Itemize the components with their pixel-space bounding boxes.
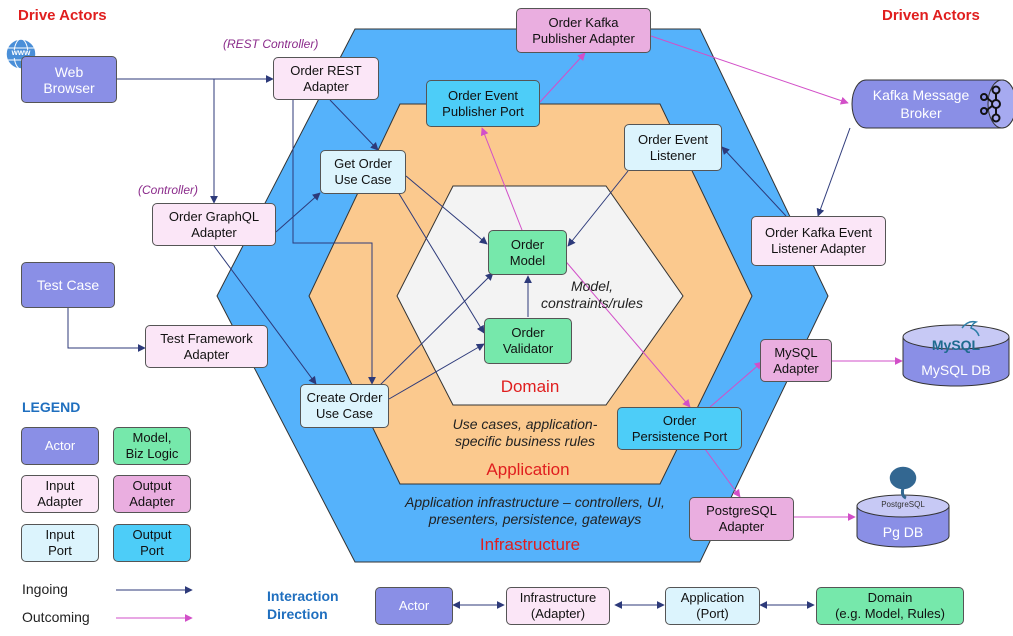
application-layer-title: Application <box>486 460 570 479</box>
interaction-direction-title: Interaction Direction <box>267 588 339 622</box>
legend-model: Model, Biz Logic <box>113 427 191 465</box>
mysql-logo-text: MySQL <box>931 337 981 353</box>
arrow-getorder-model <box>405 175 488 245</box>
arrow-testcase-framework <box>67 308 146 352</box>
legend-title: LEGEND <box>22 399 81 415</box>
arrow-persistenceport-postgres <box>704 448 741 498</box>
www-icon-text: www <box>11 48 31 57</box>
arrow-publisherport-kafkapublisher <box>539 52 586 103</box>
arrow-graphql-getorder <box>275 192 321 233</box>
order-rest-adapter-node: Order REST Adapter <box>273 57 379 100</box>
arrow-model-publisherport <box>480 127 523 231</box>
order-event-publisher-port-node: Order Event Publisher Port <box>426 80 540 127</box>
pg-logo-text: PostgreSQL <box>881 500 925 509</box>
order-graphql-adapter-node: Order GraphQL Adapter <box>152 203 276 246</box>
arrow-model-persistenceport <box>561 256 691 408</box>
arrow-graphql-createorder <box>213 245 317 385</box>
rest-controller-annotation: (REST Controller) <box>223 37 319 51</box>
postgresql-adapter-node: PostgreSQL Adapter <box>689 497 794 541</box>
arrow-createorder-validator <box>388 343 485 400</box>
mysql-adapter-node: MySQL Adapter <box>760 339 832 382</box>
legend-ingoing-label: Ingoing <box>22 581 68 597</box>
web-browser-node: Web Browser <box>21 56 117 103</box>
order-persistence-port-node: Order Persistence Port <box>617 407 742 450</box>
interaction-infrastructure: Infrastructure (Adapter) <box>506 587 610 625</box>
arrow-persistenceport-mysql <box>709 361 763 408</box>
arrow-kafkapublisher-broker <box>650 35 849 105</box>
create-order-use-case-node: Create Order Use Case <box>300 384 389 428</box>
legend-output-adapter: Output Adapter <box>113 475 191 513</box>
legend-input-port: Input Port <box>21 524 99 562</box>
test-framework-adapter-node: Test Framework Adapter <box>145 325 268 368</box>
dolphin-icon <box>961 320 980 337</box>
interaction-actor: Actor <box>375 587 453 625</box>
arrow-listener-model <box>567 170 629 247</box>
interaction-domain: Domain (e.g. Model, Rules) <box>816 587 964 625</box>
legend-outcoming-label: Outcoming <box>22 609 90 625</box>
legend-actor: Actor <box>21 427 99 465</box>
order-kafka-event-listener-adapter-node: Order Kafka Event Listener Adapter <box>751 216 886 266</box>
arrow-broker-kafkalistener <box>816 127 851 217</box>
domain-hexagon <box>396 185 684 406</box>
pg-db-label: Pg DB <box>882 524 924 540</box>
legend-input-adapter: Input Adapter <box>21 475 99 513</box>
elephant-icon <box>888 465 918 500</box>
infrastructure-layer-description: Application infrastructure – controllers… <box>405 494 665 527</box>
legend-output-port: Output Port <box>113 524 191 562</box>
domain-layer-title: Domain <box>500 377 560 396</box>
get-order-use-case-node: Get Order Use Case <box>320 150 406 194</box>
arrow-rest-getorder <box>329 99 379 151</box>
order-kafka-publisher-adapter-node: Order Kafka Publisher Adapter <box>516 8 651 53</box>
order-validator-node: Order Validator <box>484 318 572 364</box>
pg-db-shape <box>856 494 950 548</box>
application-layer-description: Use cases, application- specific busines… <box>452 416 598 449</box>
drive-actors-heading: Drive Actors <box>18 7 107 24</box>
driven-actors-heading: Driven Actors <box>882 7 980 24</box>
controller-annotation: (Controller) <box>138 183 199 197</box>
arrow-getorder-validator <box>397 191 485 334</box>
order-model-node: Order Model <box>488 230 567 275</box>
kafka-message-broker-label: Kafka Message Broker <box>872 87 970 121</box>
arrow-createorder-model <box>376 272 494 389</box>
test-case-node: Test Case <box>21 262 115 308</box>
kafka-icon <box>980 85 1001 123</box>
arrow-rest-createorder <box>292 100 376 385</box>
interaction-application: Application (Port) <box>665 587 760 625</box>
infrastructure-layer-title: Infrastructure <box>479 535 581 554</box>
order-event-listener-node: Order Event Listener <box>624 124 722 171</box>
mysql-db-shape <box>902 324 1010 387</box>
domain-layer-description: Model, constraints/rules <box>541 278 643 311</box>
arrow-kafkalistener-listener <box>721 146 787 217</box>
mysql-db-label: MySQL DB <box>921 362 991 378</box>
